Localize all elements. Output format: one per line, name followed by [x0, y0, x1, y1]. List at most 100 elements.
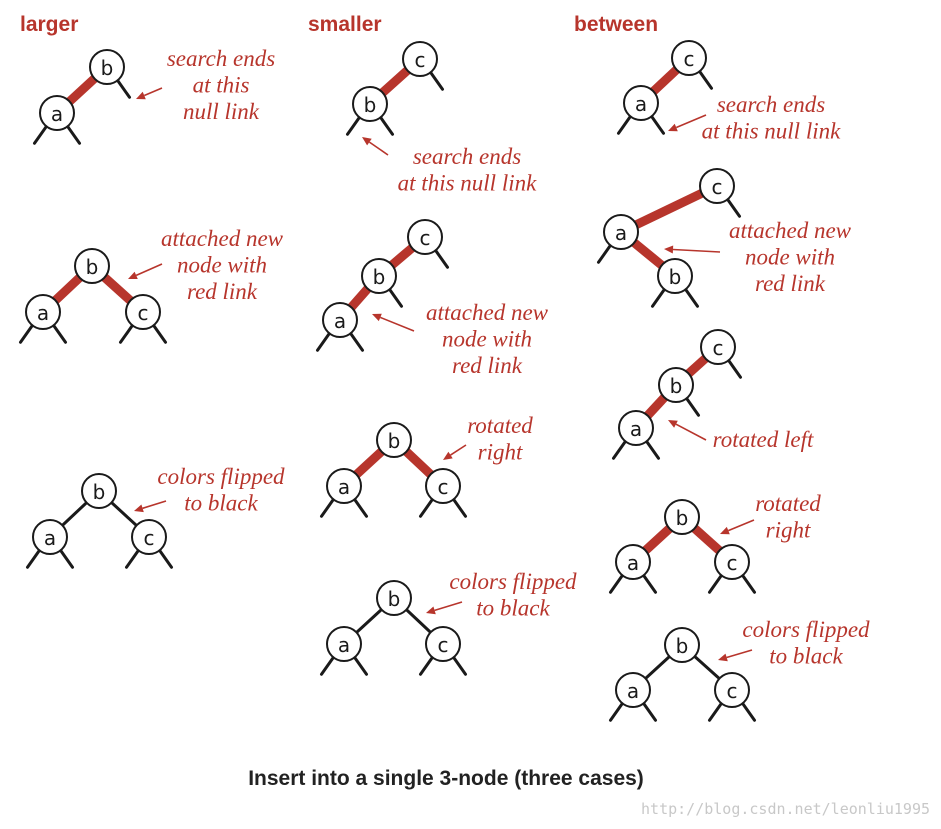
null-link [708, 701, 723, 722]
node-circle [657, 258, 693, 294]
node-key-label: a [627, 551, 639, 575]
tree-node-a: a [326, 626, 362, 662]
annotation-line: at this null link [398, 171, 537, 196]
annotation-arrowhead [362, 137, 372, 146]
annotation-line: search ends [167, 46, 275, 71]
node-key-label: b [86, 255, 99, 279]
tree-node-c: c [407, 219, 443, 255]
null-link [66, 124, 81, 145]
null-link [429, 70, 444, 91]
annotation-line: rotated [467, 413, 533, 438]
null-link [353, 497, 368, 518]
node-circle [603, 214, 639, 250]
node-circle [425, 468, 461, 504]
red-link-b-c [403, 448, 434, 478]
annotation-arrowhead [720, 526, 730, 535]
node-circle [39, 95, 75, 131]
node-key-label: b [676, 506, 689, 530]
tree-node-a: a [39, 95, 75, 131]
null-link [609, 573, 624, 594]
node-key-label: c [712, 175, 723, 199]
annotation-line: right [766, 518, 811, 543]
annotation-arrowhead [134, 504, 144, 513]
node-key-label: c [144, 526, 155, 550]
red-link-b-a [347, 285, 372, 311]
column-headers: larger smaller between [20, 13, 658, 36]
null-link [727, 358, 742, 379]
annotation-line: red link [452, 353, 523, 378]
annotation-arrow [380, 316, 415, 332]
null-link [651, 287, 666, 308]
null-link [642, 573, 657, 594]
node-key-label: b [93, 480, 106, 504]
tree-node-a: a [322, 302, 358, 338]
null-link [379, 115, 394, 136]
black-link-b-c [110, 501, 138, 527]
node-circle [326, 626, 362, 662]
annotation-arrowhead [664, 245, 674, 254]
null-link [353, 655, 368, 676]
annotation: rotated left [668, 420, 814, 452]
column-heading-between: between [574, 13, 658, 36]
null-link [452, 497, 467, 518]
node-circle [699, 168, 735, 204]
node-key-label: c [138, 301, 149, 325]
null-link [612, 439, 627, 460]
tree-node-b: b [376, 422, 412, 458]
annotation-arrow [450, 444, 467, 456]
node-key-label: c [415, 48, 426, 72]
annotation-arrowhead [426, 606, 436, 615]
null-link [741, 573, 756, 594]
red-link-c-a [634, 189, 704, 229]
node-circle [326, 468, 362, 504]
black-link-b-c [693, 654, 721, 681]
node-circle [125, 294, 161, 330]
node-circle [376, 580, 412, 616]
annotation-line: search ends [717, 92, 825, 117]
tree-node-b: b [361, 258, 397, 294]
node-circle [407, 219, 443, 255]
node-key-label: a [338, 475, 350, 499]
tree-node-b: b [89, 49, 125, 85]
node-key-label: a [635, 92, 647, 116]
tree-node-a: a [618, 410, 654, 446]
node-circle [131, 519, 167, 555]
null-link [119, 323, 134, 344]
null-link [645, 439, 660, 460]
tree-node-a: a [615, 672, 651, 708]
annotation-line: attached new [426, 300, 549, 325]
black-link-b-c [404, 608, 433, 634]
tree-node-b: b [657, 258, 693, 294]
annotation-arrow [727, 519, 755, 532]
node-circle [74, 248, 110, 284]
annotation-line: rotated [755, 491, 821, 516]
tree-node-a: a [623, 85, 659, 121]
annotation-line: at this null link [702, 119, 841, 144]
node-key-label: a [44, 526, 56, 550]
column-heading-larger: larger [20, 13, 78, 36]
null-link [158, 548, 173, 569]
red-link-b-a [644, 394, 668, 419]
column-heading-smaller: smaller [308, 13, 382, 36]
null-link [320, 497, 335, 518]
tree-node-c: c [131, 519, 167, 555]
null-link [685, 396, 700, 417]
null-link [617, 114, 632, 135]
node-key-label: b [373, 265, 386, 289]
node-key-label: a [37, 301, 49, 325]
null-link [452, 655, 467, 676]
null-link [52, 323, 67, 344]
node-circle [618, 410, 654, 446]
null-link [650, 114, 665, 135]
null-link [116, 78, 131, 99]
annotation-arrowhead [718, 653, 728, 662]
node-circle [425, 626, 461, 662]
node-key-label: c [438, 633, 449, 657]
